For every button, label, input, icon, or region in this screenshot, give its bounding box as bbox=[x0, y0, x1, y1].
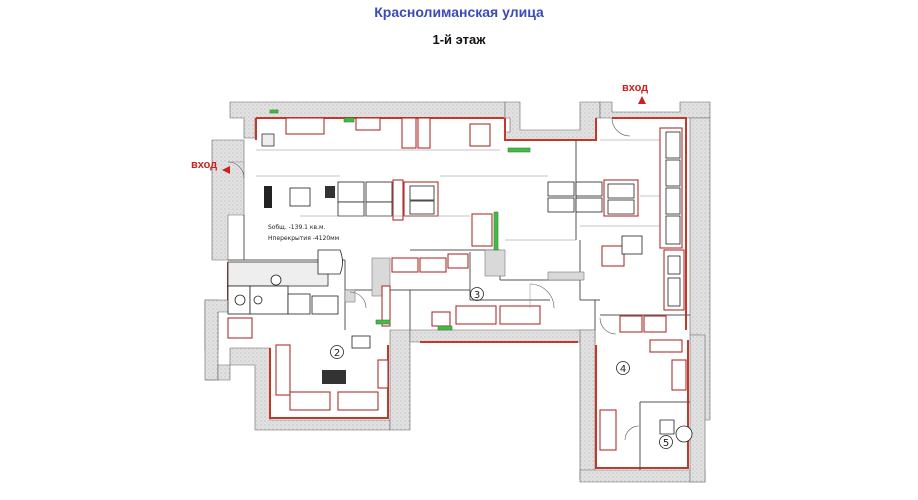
room-number-5: 5 bbox=[663, 438, 669, 449]
floor-title: 1-й этаж bbox=[432, 32, 486, 47]
room-4: 4 bbox=[616, 361, 630, 375]
room-3: 3 bbox=[470, 287, 484, 301]
cabinets bbox=[227, 117, 687, 451]
room-number-4: 4 bbox=[620, 364, 626, 375]
room-5: 5 bbox=[659, 435, 673, 449]
entrance-label-right: вход bbox=[622, 82, 648, 94]
entrance-label-left: вход bbox=[191, 159, 217, 171]
street-title: Краснолиманская улица bbox=[374, 4, 544, 20]
doors bbox=[227, 117, 640, 441]
kitchen-counter bbox=[227, 249, 343, 315]
room-number-3: 3 bbox=[474, 290, 480, 301]
room-2: 2 bbox=[330, 345, 344, 359]
outer-walls bbox=[204, 101, 711, 483]
green-accents bbox=[269, 109, 531, 331]
dimension-lines bbox=[256, 139, 660, 241]
ceiling-height-label: Hперекрытия -4120мм bbox=[268, 235, 339, 242]
red-wall-liners bbox=[227, 117, 689, 469]
room-number-2: 2 bbox=[334, 348, 340, 359]
area-label: Sобщ. -139.1 кв.м. bbox=[268, 224, 325, 231]
